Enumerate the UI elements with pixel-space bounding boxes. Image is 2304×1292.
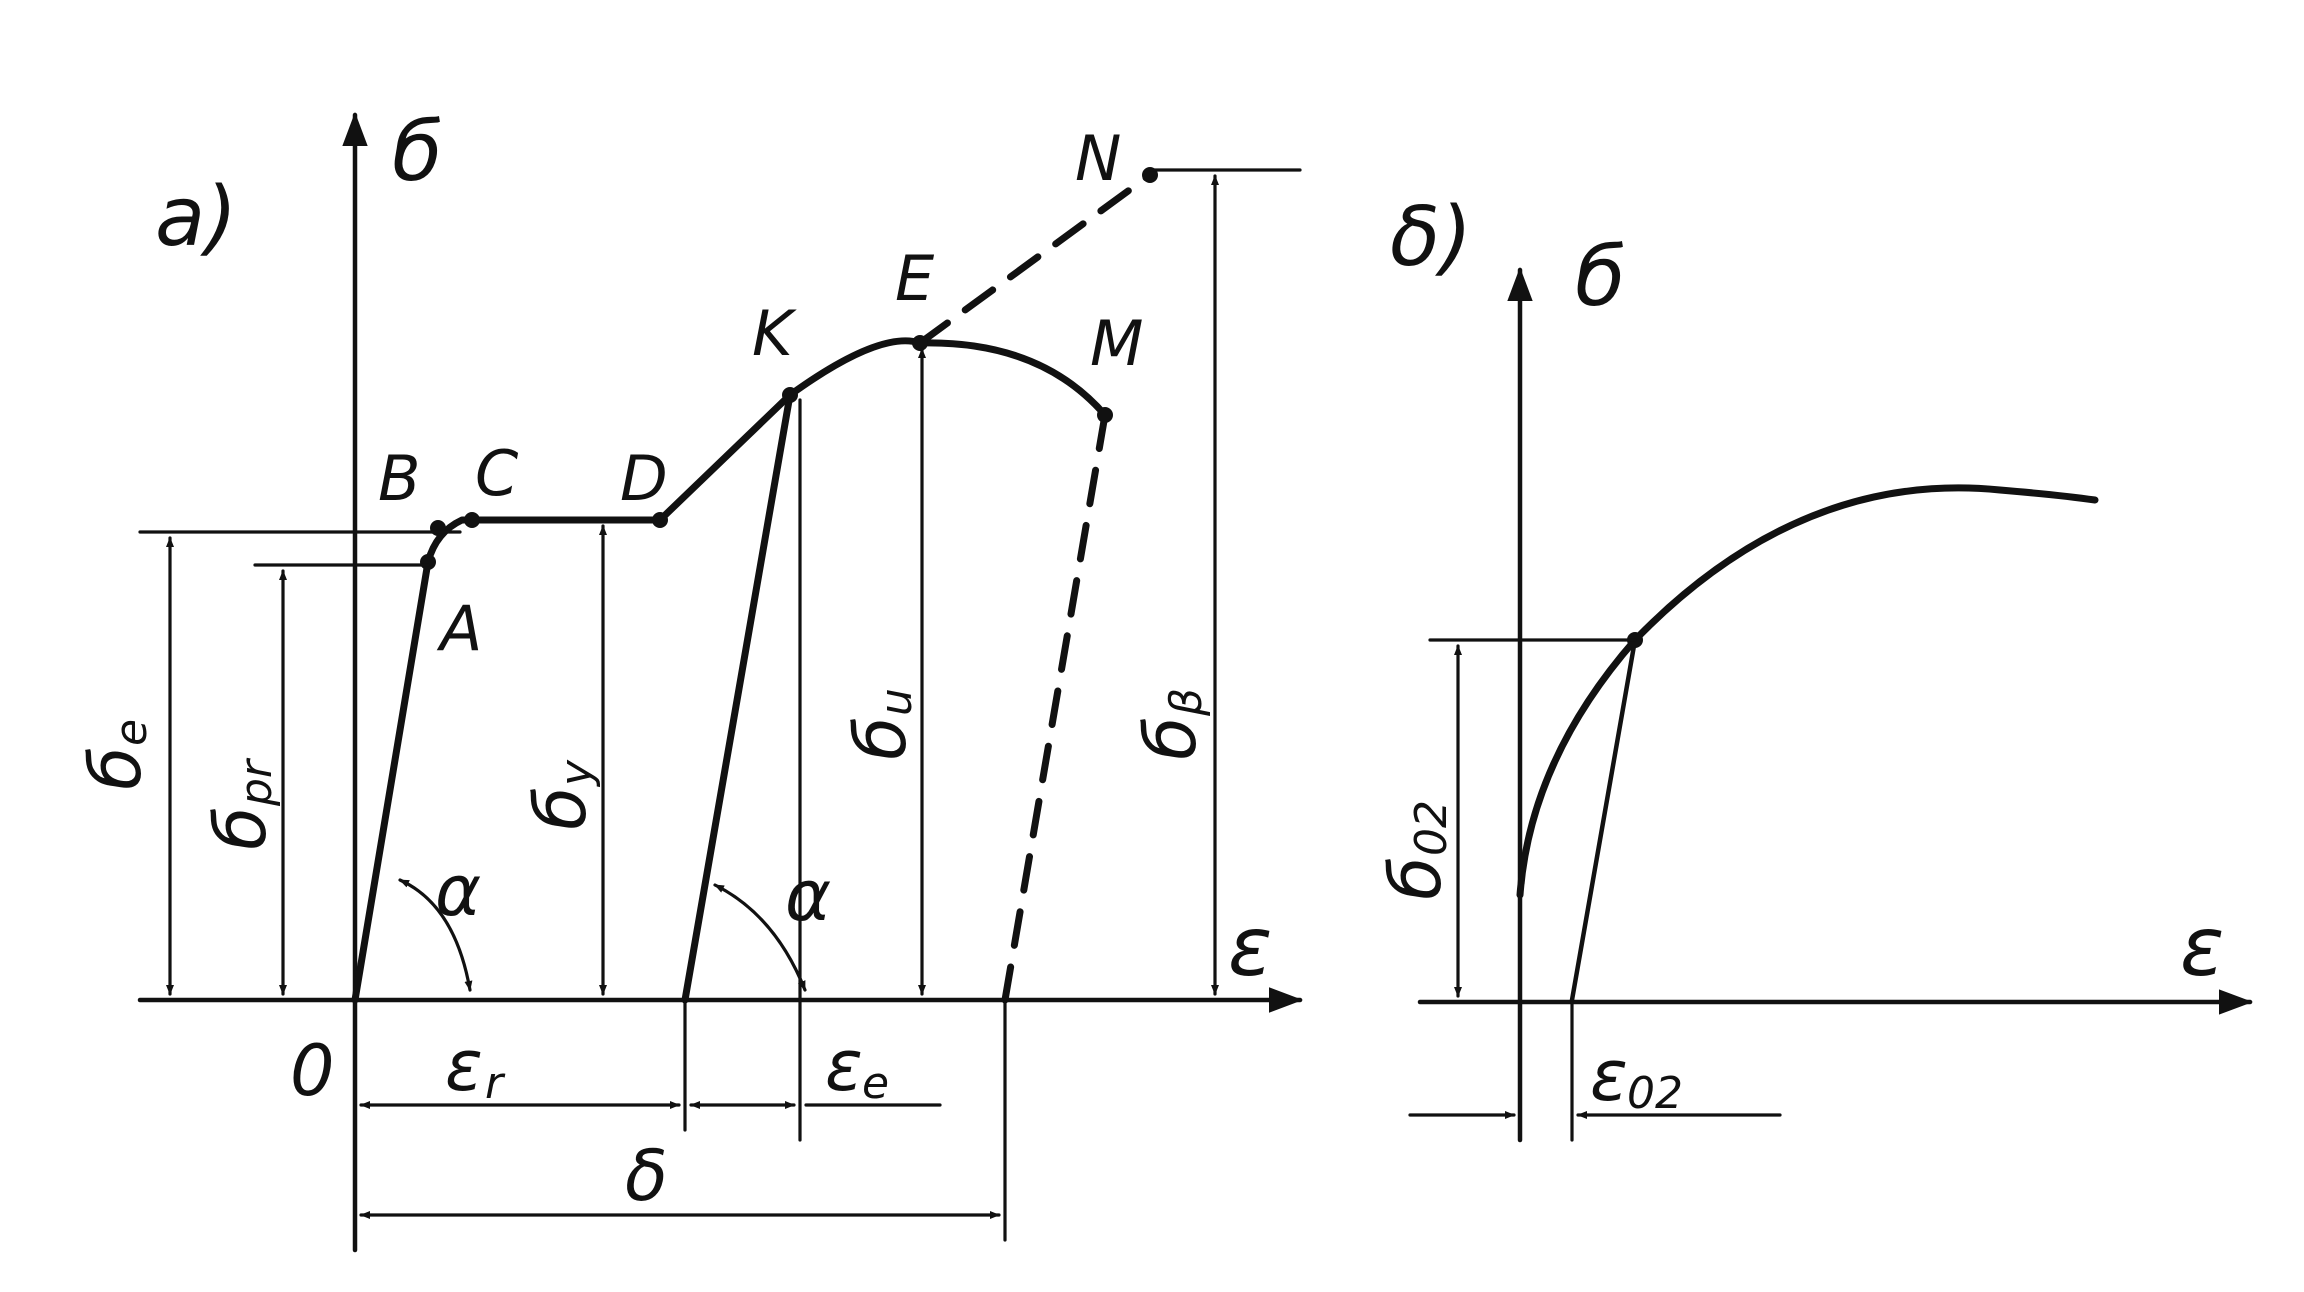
angle-arc-1 (398, 878, 473, 992)
true-stress-line (916, 171, 1154, 347)
svg-text:ε: ε (445, 1025, 483, 1107)
svg-text:pr: pr (231, 757, 282, 807)
panel-b: δ) б ε б 02 ε 02 (1375, 190, 2253, 1143)
svg-text:β: β (1161, 688, 1212, 717)
label-eps-r: ε r (445, 1025, 506, 1109)
panel-a: a) б ε 0 A B C D K E M N (75, 105, 1303, 1253)
label-n: N (1075, 122, 1121, 195)
svg-text:б: б (75, 747, 157, 790)
point-c (464, 512, 480, 528)
point-a (420, 554, 436, 570)
svg-text:ε: ε (1590, 1035, 1628, 1117)
svg-text:e: e (862, 1058, 889, 1109)
unloading-line (681, 391, 794, 1004)
panel-b-strain-label: ε (2180, 900, 2224, 995)
fracture-line (1001, 411, 1109, 1004)
svg-text:02: 02 (1627, 1068, 1683, 1119)
svg-text:б: б (200, 807, 282, 850)
label-sigma-pr: б pr (200, 757, 282, 850)
svg-text:u: u (871, 688, 922, 716)
svg-text:02: 02 (1406, 800, 1457, 856)
label-sigma-e: б e (75, 719, 157, 790)
svg-text:б: б (1375, 857, 1457, 900)
svg-text:e: e (106, 719, 157, 746)
svg-text:б: б (1130, 717, 1212, 760)
label-sigma-b: б β (1130, 688, 1212, 760)
label-e: E (895, 242, 935, 315)
label-alpha-2: α (785, 855, 831, 937)
svg-text:r: r (485, 1058, 506, 1109)
label-k: K (752, 297, 797, 370)
panel-b-label: δ) (1390, 190, 1472, 285)
panel-b-stress-label: б (1575, 230, 1626, 325)
stress-strain-curve (351, 337, 1109, 1004)
svg-text:y: y (551, 759, 602, 788)
label-c: C (475, 437, 519, 510)
point-e (912, 335, 928, 351)
label-eps-02: ε 02 (1590, 1035, 1683, 1119)
stress-axis-label: б (392, 105, 443, 200)
label-sigma-y: б y (520, 759, 602, 830)
svg-text:б: б (520, 787, 602, 830)
label-delta: δ (625, 1135, 668, 1217)
strain-axis-label: ε (1228, 900, 1272, 995)
point-d (652, 512, 668, 528)
point-m (1097, 407, 1113, 423)
point-k (782, 387, 798, 403)
svg-text:б: б (840, 717, 922, 760)
angle-arc-2 (713, 883, 807, 992)
panel-a-label: a) (155, 170, 237, 265)
label-sigma-02: б 02 (1375, 800, 1457, 900)
label-b: B (378, 442, 421, 515)
label-d: D (620, 442, 668, 515)
label-m: M (1090, 307, 1144, 380)
origin-label: 0 (290, 1030, 335, 1112)
label-eps-e: ε e (825, 1025, 889, 1109)
label-sigma-u: б u (840, 688, 922, 760)
panel-b-curve (1516, 484, 2099, 899)
label-a: A (436, 592, 482, 665)
label-alpha-1: α (435, 850, 481, 932)
svg-text:ε: ε (825, 1025, 863, 1107)
offset-line (1569, 637, 1638, 1003)
